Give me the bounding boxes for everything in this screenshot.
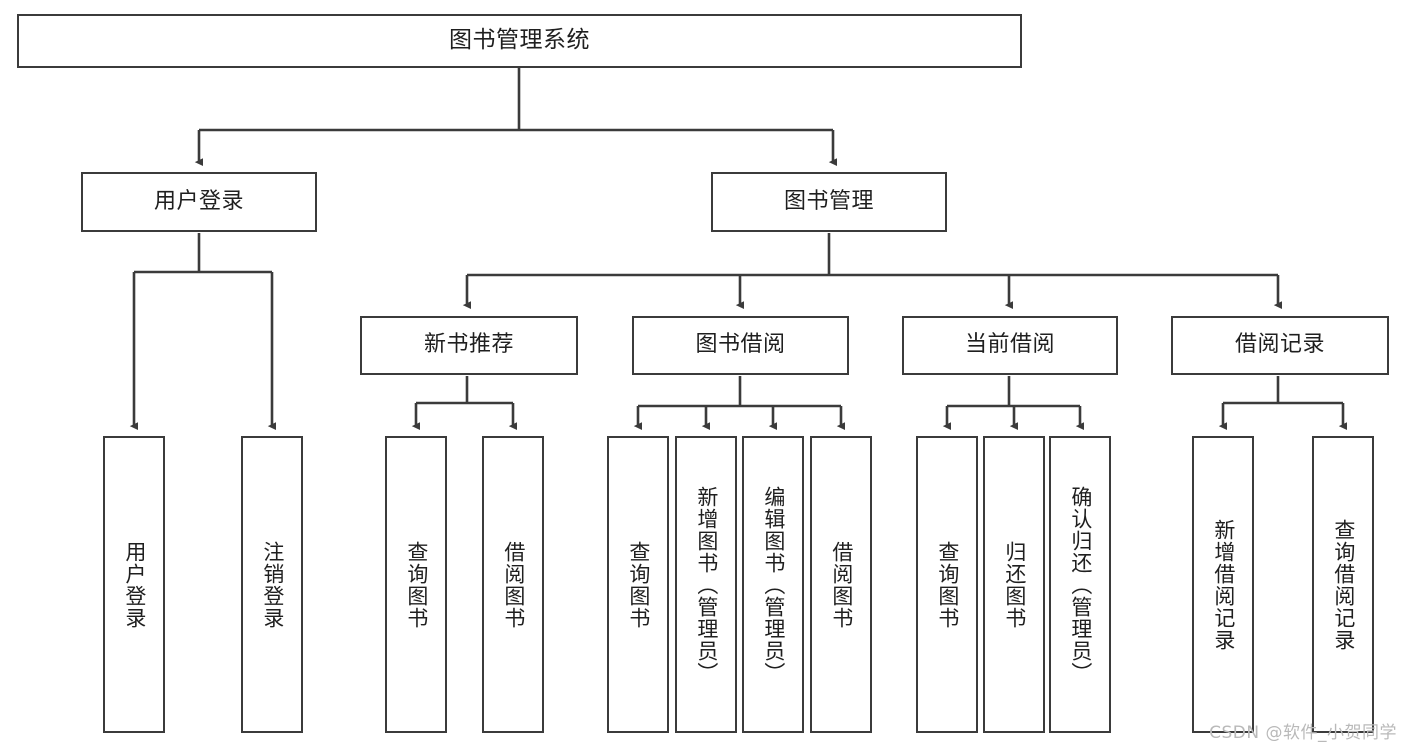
node-borrow-record-label: 借阅记录	[1234, 332, 1325, 358]
node-book-manage-label: 图书管理	[783, 188, 874, 214]
node-user-login-label: 用户登录	[153, 188, 244, 214]
node-leaf-query-book-1[interactable]: 查询图书	[385, 436, 447, 733]
node-leaf-edit-book-label: 编辑图书（管理员）	[761, 485, 786, 684]
node-leaf-confirm-return[interactable]: 确认归还（管理员）	[1049, 436, 1111, 733]
node-root-label: 图书管理系统	[449, 27, 590, 54]
node-leaf-query-book-3[interactable]: 查询图书	[916, 436, 978, 733]
node-leaf-user-logout-label: 注销登录	[260, 540, 285, 629]
node-current-borrow[interactable]: 当前借阅	[902, 316, 1118, 375]
node-leaf-user-login[interactable]: 用户登录	[103, 436, 165, 733]
node-new-book-recommend[interactable]: 新书推荐	[360, 316, 578, 375]
node-leaf-add-record[interactable]: 新增借阅记录	[1192, 436, 1254, 733]
node-root[interactable]: 图书管理系统	[17, 14, 1022, 68]
node-leaf-query-book-2[interactable]: 查询图书	[607, 436, 669, 733]
node-leaf-add-record-label: 新增借阅记录	[1211, 518, 1236, 651]
node-leaf-add-book-label: 新增图书（管理员）	[694, 485, 719, 684]
node-book-borrow-label: 图书借阅	[695, 332, 786, 358]
node-leaf-edit-book[interactable]: 编辑图书（管理员）	[742, 436, 804, 733]
node-borrow-record[interactable]: 借阅记录	[1171, 316, 1389, 375]
node-leaf-query-book-3-label: 查询图书	[935, 540, 960, 629]
node-leaf-return-book[interactable]: 归还图书	[983, 436, 1045, 733]
node-leaf-borrow-book-1-label: 借阅图书	[501, 540, 526, 629]
node-leaf-query-book-1-label: 查询图书	[404, 540, 429, 629]
node-leaf-user-login-label: 用户登录	[122, 540, 147, 629]
node-current-borrow-label: 当前借阅	[964, 332, 1055, 358]
node-leaf-user-logout[interactable]: 注销登录	[241, 436, 303, 733]
node-leaf-add-book[interactable]: 新增图书（管理员）	[675, 436, 737, 733]
node-leaf-borrow-book-2-label: 借阅图书	[829, 540, 854, 629]
node-leaf-query-record[interactable]: 查询借阅记录	[1312, 436, 1374, 733]
node-leaf-query-book-2-label: 查询图书	[626, 540, 651, 629]
node-new-book-recommend-label: 新书推荐	[423, 332, 514, 358]
watermark-text: CSDN @软件_小贺同学	[1209, 723, 1397, 743]
node-book-manage[interactable]: 图书管理	[711, 172, 947, 232]
node-leaf-borrow-book-2[interactable]: 借阅图书	[810, 436, 872, 733]
node-user-login[interactable]: 用户登录	[81, 172, 317, 232]
node-book-borrow[interactable]: 图书借阅	[632, 316, 849, 375]
node-leaf-borrow-book-1[interactable]: 借阅图书	[482, 436, 544, 733]
node-leaf-confirm-return-label: 确认归还（管理员）	[1068, 485, 1093, 684]
node-leaf-return-book-label: 归还图书	[1002, 540, 1027, 629]
node-leaf-query-record-label: 查询借阅记录	[1331, 518, 1356, 651]
